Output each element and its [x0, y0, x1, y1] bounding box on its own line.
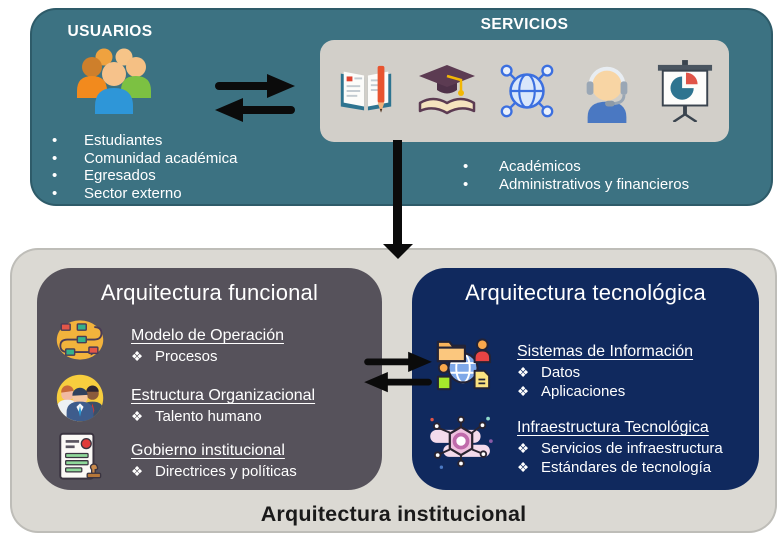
- bullet-diamond: ❖: [517, 365, 530, 380]
- document-stamp-icon: [57, 432, 103, 484]
- bullet-diamond: ❖: [131, 464, 144, 479]
- bullet-diamond: ❖: [517, 441, 530, 456]
- servicios-list: •Académicos •Administrativos y financier…: [461, 158, 761, 193]
- institutional-title: Arquitectura institucional: [260, 502, 527, 526]
- bullet-diamond: ❖: [131, 409, 144, 424]
- list-item: •Estudiantes: [52, 132, 163, 149]
- group-heading: Gobierno institucional: [131, 442, 285, 459]
- institutional-panel: Arquitectura funcional Modelo de: [10, 248, 777, 533]
- funcional-box: Arquitectura funcional Modelo de: [37, 268, 382, 490]
- bullet-diamond: ❖: [131, 349, 144, 364]
- globe-network-icon: [496, 60, 558, 122]
- group-text: Modelo de Operación ❖Procesos: [131, 326, 284, 367]
- group-heading: Sistemas de Información: [517, 343, 694, 360]
- bullet-dot: •: [52, 132, 58, 149]
- graduation-cap-icon: [415, 61, 479, 121]
- bullet-dot: •: [463, 158, 469, 175]
- group-text: Estructura Organizacional ❖Talento human…: [131, 386, 315, 427]
- tecnologica-box: Arquitectura tecnológica: [412, 268, 759, 490]
- bullet-dot: •: [463, 175, 469, 193]
- users-group-icon: [74, 46, 154, 118]
- bullet-dot: •: [52, 149, 58, 167]
- group-heading: Modelo de Operación: [131, 327, 284, 344]
- bullet-diamond: ❖: [517, 459, 530, 475]
- list-item: ❖Directrices y políticas: [131, 463, 297, 480]
- list-item: ❖Aplicaciones: [517, 382, 626, 400]
- left-right-arrows-icon: [364, 351, 432, 393]
- group-text: Gobierno institucional ❖Directrices y po…: [131, 441, 297, 482]
- book-pencil-icon: [335, 60, 397, 122]
- list-item: ❖Talento humano: [131, 408, 262, 425]
- information-systems-icon: [434, 336, 492, 394]
- list-item: •Académicos: [463, 158, 581, 175]
- down-arrow-line: [393, 140, 402, 244]
- servicios-title: SERVICIOS: [480, 16, 569, 33]
- group-heading: Estructura Organizacional: [131, 387, 316, 404]
- group-heading: Infraestructura Tecnológica: [517, 419, 709, 436]
- process-flow-icon: [55, 315, 105, 365]
- list-item: •Administrativos y financieros: [463, 175, 690, 193]
- bullet-diamond: ❖: [517, 383, 530, 399]
- list-item: ❖Procesos: [131, 348, 218, 365]
- tecnologica-title: Arquitectura tecnológica: [465, 280, 706, 305]
- presentation-chart-icon: [656, 60, 714, 122]
- usuarios-list: •Estudiantes •Comunidad académica •Egres…: [50, 132, 330, 202]
- usuarios-title: USUARIOS: [67, 23, 153, 40]
- users-services-panel: USUARIOS SERVICIOS: [30, 8, 773, 206]
- bullet-dot: •: [52, 167, 58, 184]
- list-item: •Comunidad académica: [52, 149, 238, 167]
- left-right-arrows-icon: [215, 74, 295, 122]
- team-icon: [55, 373, 105, 423]
- list-item: •Sector externo: [52, 184, 182, 202]
- list-item: ❖Estándares de tecnología: [517, 458, 712, 476]
- list-item: ❖Datos: [517, 364, 581, 381]
- bullet-dot: •: [52, 184, 58, 202]
- funcional-title: Arquitectura funcional: [100, 280, 319, 305]
- down-arrow-head-icon: [383, 244, 413, 259]
- list-item: •Egresados: [52, 167, 156, 184]
- infrastructure-network-icon: [428, 414, 494, 470]
- list-item: ❖Servicios de infraestructura: [517, 440, 723, 457]
- group-text: Sistemas de Información ❖Datos ❖Aplicaci…: [517, 342, 693, 401]
- services-tray: [320, 40, 729, 142]
- support-agent-icon: [576, 59, 638, 123]
- group-text: Infraestructura Tecnológica ❖Servicios d…: [517, 418, 723, 477]
